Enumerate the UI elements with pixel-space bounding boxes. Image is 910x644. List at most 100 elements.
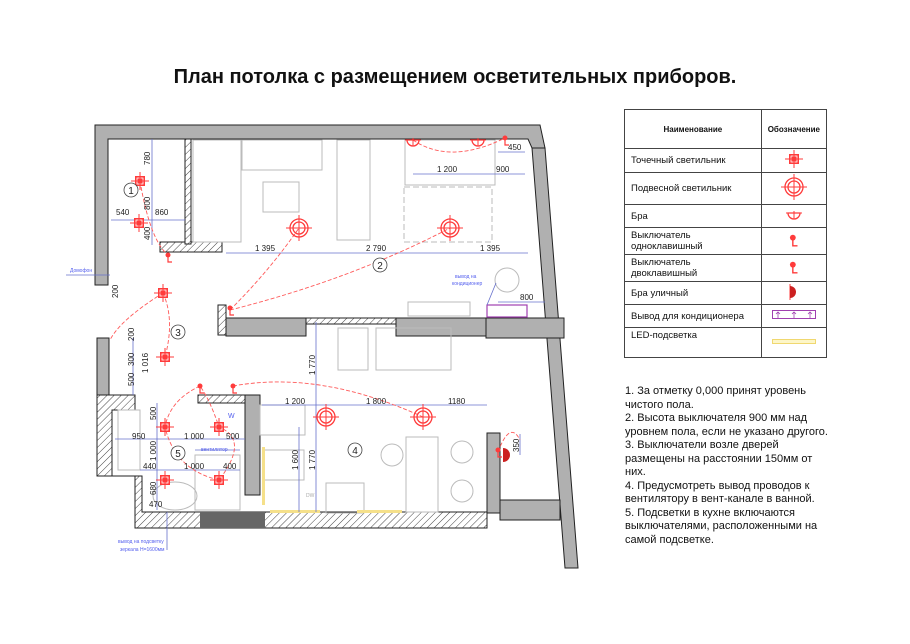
switch-icon xyxy=(229,382,238,394)
dimension-text: 500 xyxy=(149,406,158,420)
plan-labels: Домофон вывод на кондиционер вентилятор … xyxy=(70,268,482,553)
dimension-text: 680 xyxy=(149,481,158,495)
ac-outlet-label: кондиционер xyxy=(452,281,482,287)
dimension-text: 400 xyxy=(143,226,152,240)
dimension-text: 470 xyxy=(149,500,163,509)
dimension-text: 780 xyxy=(143,151,152,165)
dimension-text: 440 xyxy=(143,462,157,471)
pendant-light-icon xyxy=(409,403,437,431)
room-number: 4 xyxy=(352,446,358,457)
outdoor-wall-lamp-icon xyxy=(503,448,510,462)
dimension-text: 300 xyxy=(127,352,136,366)
note: 5. Подсветки в кухне включаются выключат… xyxy=(625,506,818,546)
walls xyxy=(94,124,579,569)
note: 2. Высота выключателя 900 мм над уровнем… xyxy=(625,412,828,438)
dimension-text: 1 395 xyxy=(255,244,276,253)
switch-icon xyxy=(196,382,205,394)
dimension-text: 1 000 xyxy=(184,462,205,471)
dimension-text: 1 770 xyxy=(308,354,317,375)
dimension-text: 1 000 xyxy=(149,440,158,461)
spot-light-icon xyxy=(209,470,229,490)
dishwasher-label: DW xyxy=(306,493,315,499)
double-switch-icon xyxy=(789,260,799,274)
legend-row: LED-подсветка xyxy=(624,327,828,358)
mirror-light-label: вывод на подсветку xyxy=(118,539,164,545)
page-title: План потолка с размещением осветительных… xyxy=(173,66,737,88)
dimension-text: 2 790 xyxy=(366,244,387,253)
dimension-text: 1 600 xyxy=(291,449,300,470)
pendant-light-icon xyxy=(780,173,808,201)
dimension-text: 500 xyxy=(226,432,240,441)
spot-light-icon xyxy=(784,149,804,169)
dimension-text: 350 xyxy=(512,438,521,452)
wiring xyxy=(109,137,521,481)
outdoor-wall-lamp-icon xyxy=(789,283,796,300)
dimension-text: 1 800 xyxy=(366,397,387,406)
spot-light-icon xyxy=(153,283,173,303)
dimension-text: 200 xyxy=(111,284,120,298)
ac-outlet-icon xyxy=(771,309,816,319)
dimension-text: 500 xyxy=(127,372,136,386)
dimension-text: 200 xyxy=(127,327,136,341)
single-switch-icon xyxy=(789,233,799,247)
furniture xyxy=(117,139,528,514)
legend-row: Выключатель двоклавишный xyxy=(624,254,828,282)
fixtures xyxy=(129,134,510,490)
legend-label: LED-подсветка xyxy=(624,327,762,358)
dimension-text: 1 016 xyxy=(141,352,150,373)
legend-label: Подвесной светильник xyxy=(624,172,762,205)
notes-list: 1. За отметку 0,000 принят уровень чисто… xyxy=(625,385,830,547)
pendant-light-icon xyxy=(312,403,340,431)
switch-icon xyxy=(164,251,173,263)
legend-row: Подвесной светильник xyxy=(624,172,828,205)
pendant-light-icon xyxy=(436,214,464,242)
legend-row: Выключатель одноклавишный xyxy=(624,227,828,255)
legend-row: Точечный светильник xyxy=(624,148,828,173)
spot-light-icon xyxy=(155,417,175,437)
legend-label: Бра xyxy=(624,204,762,228)
legend-label: Выключатель одноклавишный xyxy=(624,227,762,255)
legend-header-symbol: Обозначение xyxy=(760,109,828,149)
dimension-text: 1180 xyxy=(448,397,466,406)
legend-label: Выключатель двоклавишный xyxy=(624,254,762,282)
dimension-text: 900 xyxy=(496,165,510,174)
note: 1. За отметку 0,000 принят уровень чисто… xyxy=(625,385,806,411)
legend-row: Вывод для кондиционера xyxy=(624,304,828,328)
note: 3. Выключатели возле дверей размещены на… xyxy=(625,439,813,478)
washer-label: W xyxy=(228,413,235,420)
dimension-text: 1 200 xyxy=(285,397,306,406)
switch-icon xyxy=(226,304,235,316)
led-strip-icon xyxy=(771,339,816,344)
legend-label: Точечный светильник xyxy=(624,148,762,173)
dimension-text: 450 xyxy=(508,143,522,152)
dimension-text: 540 xyxy=(116,208,130,217)
mirror-light-label: зеркала H=1600мм xyxy=(120,547,165,553)
ac-outlet-label: вывод на xyxy=(455,274,477,280)
legend-row: Бра xyxy=(624,204,828,228)
room-number: 1 xyxy=(128,186,134,197)
room-number: 5 xyxy=(175,449,181,460)
room-number: 2 xyxy=(377,261,383,272)
note: 4. Предусмотреть вывод проводов к вентил… xyxy=(625,479,815,506)
room-number: 3 xyxy=(175,328,181,339)
dimension-text: 1 200 xyxy=(437,165,458,174)
dimension-text: 800 xyxy=(143,196,152,210)
pendant-light-icon xyxy=(285,214,313,242)
dimension-lines xyxy=(66,139,545,550)
room-numbers: 1 2 3 4 5 xyxy=(123,182,388,461)
intercom-label: Домофон xyxy=(70,268,92,274)
dimension-text: 950 xyxy=(132,432,146,441)
fan-label: вентилятор xyxy=(201,447,228,453)
dimension-text: 1 395 xyxy=(480,244,501,253)
wall-lamp-icon xyxy=(785,209,803,220)
dimension-texts: 780 800 400 540 860 1 395 2 790 1 395 1 … xyxy=(111,143,534,509)
dimension-text: 400 xyxy=(223,462,237,471)
dimension-text: 1 000 xyxy=(184,432,205,441)
spot-light-icon xyxy=(155,347,175,367)
legend-label: Вывод для кондиционера xyxy=(624,304,762,328)
dimension-text: 1 770 xyxy=(308,449,317,470)
legend-header-name: Наименование xyxy=(624,109,762,149)
dimension-text: 860 xyxy=(155,208,169,217)
legend-label: Бра уличный xyxy=(624,281,762,305)
